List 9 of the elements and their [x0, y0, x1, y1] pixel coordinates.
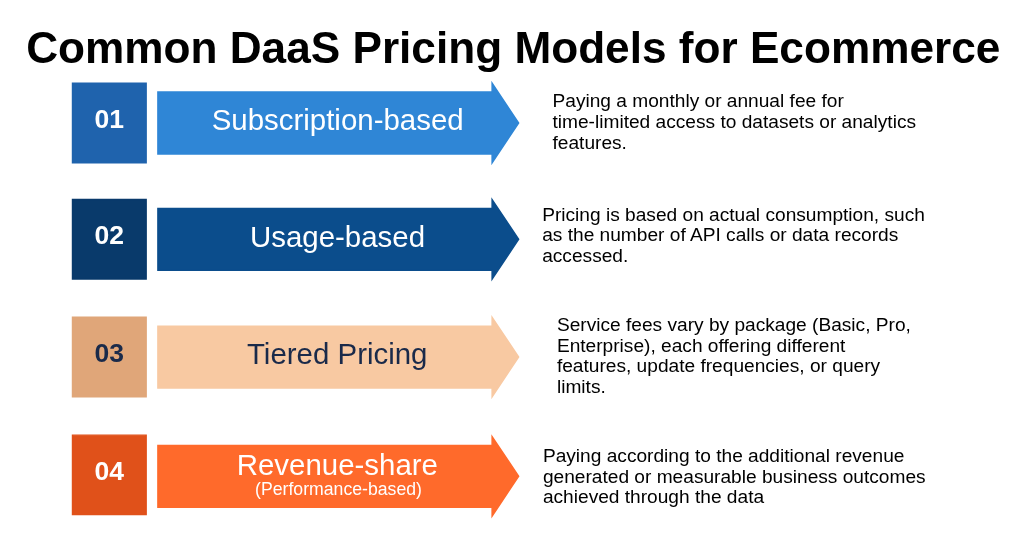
node-box: 04 [71, 433, 147, 515]
node-box: 01 [71, 82, 147, 163]
node-box: 02 [71, 198, 147, 280]
node-label: Service fees vary by package (Basic, Pro, Enterprise), each offering different features, update frequencies, or query limits. [556, 313, 911, 397]
node-label: Paying a monthly or annual fee for time-limited access to datasets or analytics features. [552, 89, 916, 153]
node-label: Pricing is based on actual consumption, such as the number of API calls or data records accessed. [542, 203, 925, 266]
node-box: 03 [71, 316, 147, 398]
diagram-title: Common DaaS Pricing Models for Ecommerce [26, 22, 1001, 72]
node-label: Paying according to the additional revenue generated or measurable business outcomes achieved through the data [542, 444, 926, 507]
